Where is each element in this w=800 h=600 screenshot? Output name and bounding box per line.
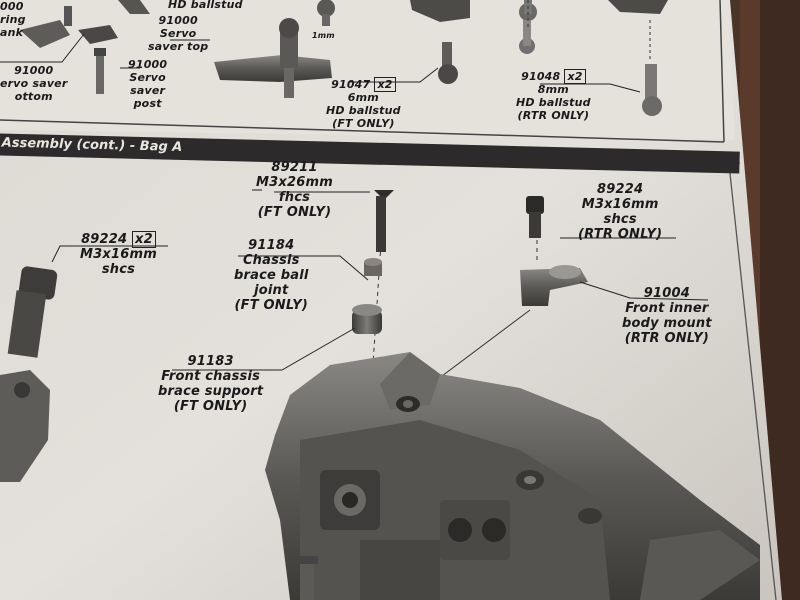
- label-servo-saver-post: 91000 Servo saver post: [128, 58, 168, 110]
- label-91004-body-mount: 91004 Front inner body mount (RTR ONLY): [622, 286, 712, 346]
- label-servo-crank: 000 ring ank: [0, 0, 26, 39]
- label-89224-rtr-screw: 89224 M3x16mm shcs (RTR ONLY): [578, 182, 663, 242]
- label-8mm-ballstud: 91048 x2 8mm HD ballstud (RTR ONLY): [516, 69, 591, 122]
- label-89224-x2-screw: 89224 x2 M3x16mm shcs: [80, 231, 157, 277]
- section-header-text: Assembly (cont.) - Bag A: [1, 135, 183, 155]
- label-servo-saver-top: 91000 Servo saver top: [148, 14, 209, 53]
- label-91184-ball-joint: 91184 Chassis brace ball joint (FT ONLY): [234, 238, 309, 313]
- label-6mm-ballstud: 91047 x2 6mm HD ballstud (FT ONLY): [326, 77, 401, 130]
- label-89211-screw: 89211 M3x26mm fhcs (FT ONLY): [256, 160, 333, 220]
- label-hd-ballstud-top: HD ballstud: [168, 0, 243, 11]
- label-1mm: 1mm: [312, 31, 335, 40]
- label-servo-saver-bottom: 91000 ervo saver ottom: [0, 64, 68, 103]
- label-91183-brace-support: 91183 Front chassis brace support (FT ON…: [158, 354, 264, 414]
